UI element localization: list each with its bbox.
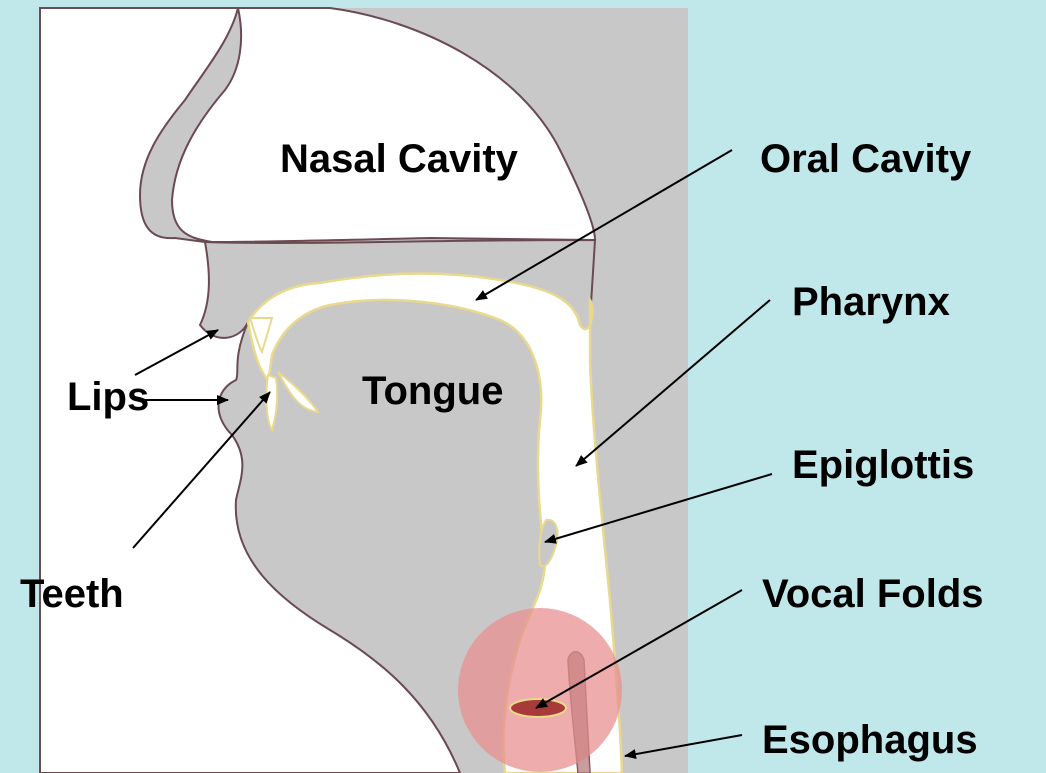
label-nasal-cavity: Nasal Cavity xyxy=(280,137,519,181)
label-esophagus: Esophagus xyxy=(762,718,978,762)
label-pharynx: Pharynx xyxy=(792,280,950,324)
label-epiglottis: Epiglottis xyxy=(792,443,974,487)
label-lips: Lips xyxy=(67,375,149,419)
larynx-highlight xyxy=(458,608,622,772)
label-vocal-folds: Vocal Folds xyxy=(762,572,984,616)
label-oral-cavity: Oral Cavity xyxy=(760,137,972,181)
label-teeth: Teeth xyxy=(20,572,124,616)
label-tongue: Tongue xyxy=(362,369,503,413)
